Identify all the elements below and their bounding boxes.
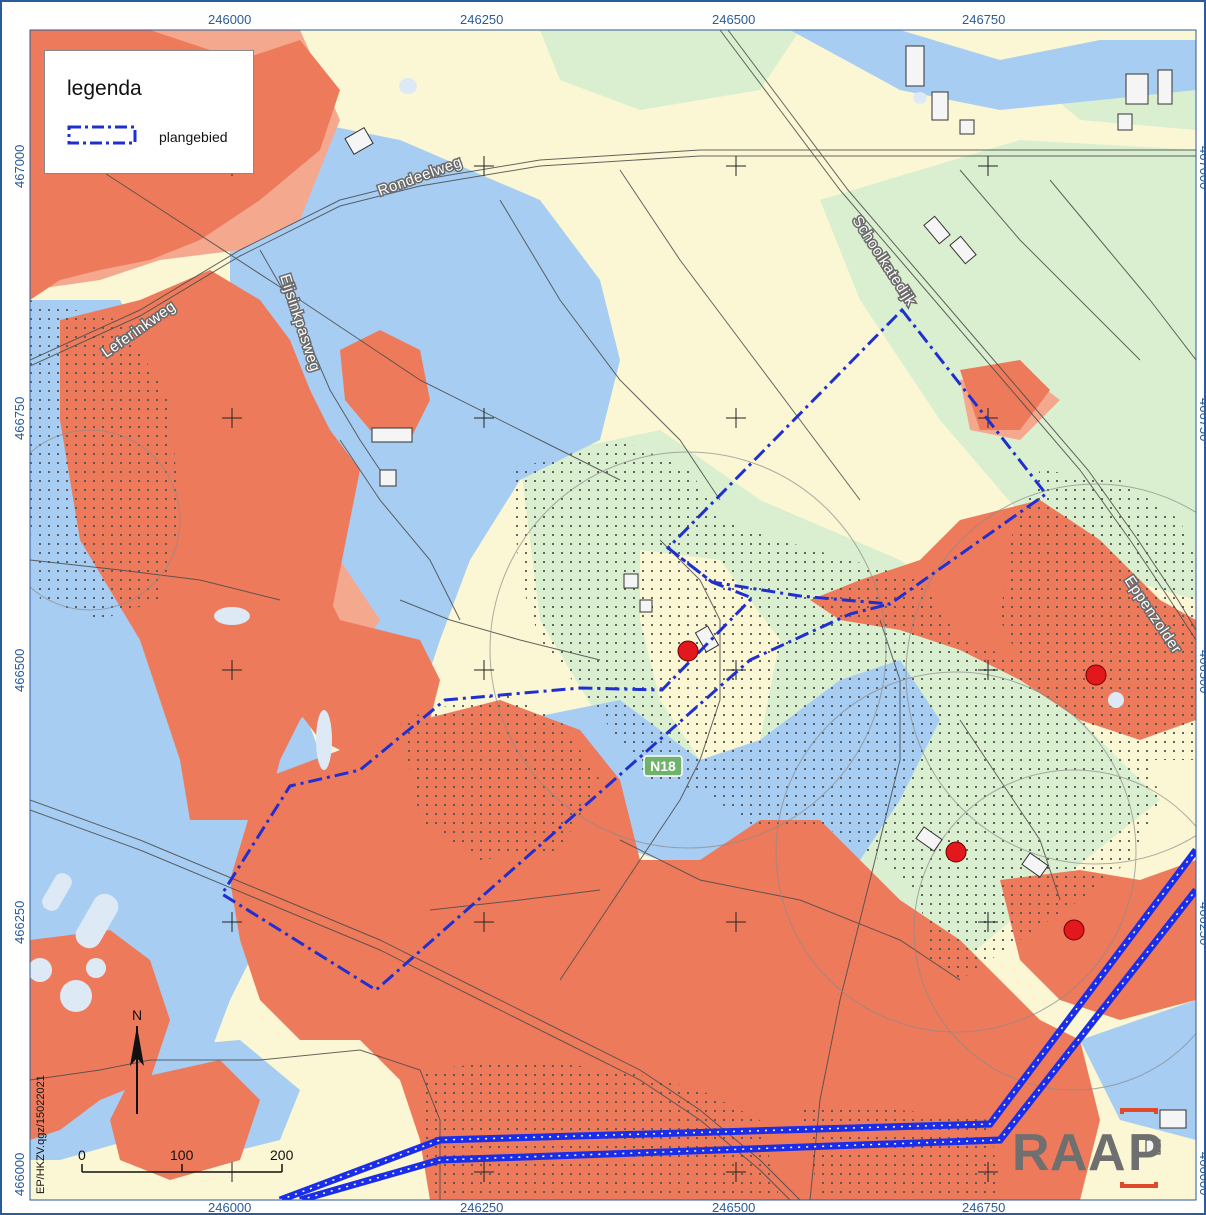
x-label-top-2: 246500 bbox=[712, 12, 755, 27]
y-label-left-4: 466000 bbox=[12, 1153, 27, 1196]
y-label-left-0: 467000 bbox=[12, 145, 27, 188]
svg-text:R: R bbox=[1012, 1124, 1050, 1182]
svg-text:P: P bbox=[1128, 1124, 1163, 1182]
map-body: Rondeelweg Leferinkweg Eijsinkpasweg Sch… bbox=[30, 30, 1196, 1200]
scale-label-200: 200 bbox=[270, 1147, 294, 1163]
buildings bbox=[344, 45, 1187, 1155]
x-label-top-0: 246000 bbox=[208, 12, 251, 27]
plangebied-swatch bbox=[67, 125, 137, 145]
y-label-right-3: 466250 bbox=[1197, 902, 1206, 945]
finding-marker bbox=[1085, 664, 1107, 686]
finding-marker bbox=[677, 640, 699, 662]
finding-marker bbox=[1063, 919, 1085, 941]
y-label-left-3: 466250 bbox=[12, 901, 27, 944]
north-arrow: N bbox=[130, 1007, 144, 1114]
legend: legenda plangebied bbox=[44, 50, 254, 174]
scale-label-0: 0 bbox=[78, 1147, 86, 1163]
legend-title: legenda bbox=[67, 77, 142, 100]
pipeline-dots bbox=[279, 849, 1196, 1200]
buffer-circles bbox=[30, 429, 1196, 1091]
legend-label-plangebied: plangebied bbox=[159, 129, 228, 145]
y-label-right-4: 466000 bbox=[1197, 1152, 1206, 1195]
n18-label: N18 bbox=[650, 758, 676, 774]
x-label-bottom-1: 246250 bbox=[460, 1200, 503, 1215]
n18-route-shield: N18 bbox=[643, 755, 683, 777]
x-label-top-3: 246750 bbox=[962, 12, 1005, 27]
water bbox=[30, 78, 1124, 1012]
source-text: EP/HKZV.qgz/15022021 bbox=[35, 1075, 47, 1194]
north-label: N bbox=[132, 1007, 142, 1023]
topo-lines bbox=[30, 30, 1196, 1200]
y-label-left-1: 466750 bbox=[12, 397, 27, 440]
plangebied-outline bbox=[219, 307, 1049, 992]
scale-bar: 0 100 200 bbox=[78, 1147, 294, 1173]
svg-text:A: A bbox=[1050, 1124, 1088, 1182]
x-label-bottom-2: 246500 bbox=[712, 1200, 755, 1215]
x-label-bottom-0: 246000 bbox=[208, 1200, 251, 1215]
y-label-left-2: 466500 bbox=[12, 649, 27, 692]
y-label-right-2: 466500 bbox=[1197, 650, 1206, 693]
x-label-top-1: 246250 bbox=[460, 12, 503, 27]
scale-label-100: 100 bbox=[170, 1147, 194, 1163]
findings bbox=[677, 640, 1107, 941]
stippled-zone bbox=[30, 300, 1196, 1200]
svg-text:A: A bbox=[1088, 1124, 1126, 1182]
y-label-right-0: 467000 bbox=[1197, 146, 1206, 189]
raap-logo: R A A P bbox=[1012, 1108, 1163, 1188]
finding-marker bbox=[945, 841, 967, 863]
y-label-right-1: 466750 bbox=[1197, 398, 1206, 441]
x-label-bottom-3: 246750 bbox=[962, 1200, 1005, 1215]
coord-labels: 246000 246250 246500 246750 246000 24625… bbox=[12, 12, 1206, 1215]
